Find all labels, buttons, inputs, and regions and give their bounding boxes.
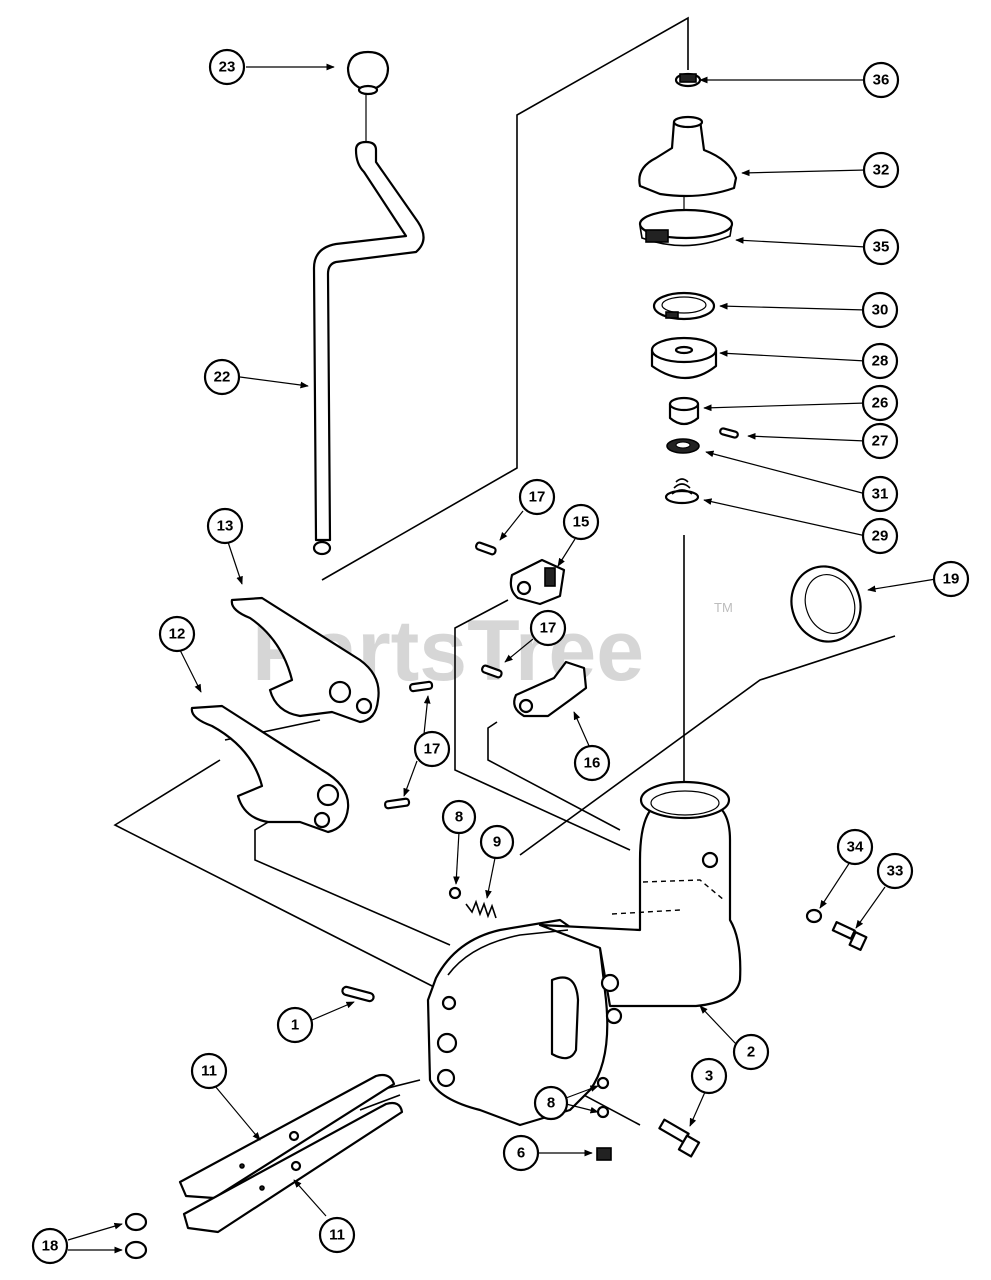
callout-26-label: 26 [872, 395, 889, 412]
callout-17-middle: 17 [529, 609, 567, 647]
callout-8-upper: 8 [441, 799, 477, 835]
shift-lug-part-16 [513, 660, 588, 718]
callout-23: 23 [208, 48, 246, 86]
callout-34-label: 34 [847, 839, 864, 856]
clamp-part-35 [638, 208, 734, 247]
callout-8-upper-label: 8 [455, 809, 463, 826]
callout-35: 35 [862, 228, 900, 266]
callout-19: 19 [932, 560, 970, 598]
watermark-tm: TM [714, 600, 733, 615]
callout-23-label: 23 [219, 59, 236, 76]
washer-part-31 [666, 438, 700, 454]
callout-12: 12 [158, 615, 196, 653]
shift-rails-part-11 [178, 1073, 404, 1234]
callout-18-label: 18 [42, 1238, 59, 1255]
callout-33: 33 [876, 852, 914, 890]
callout-15-label: 15 [573, 514, 590, 531]
callout-15: 15 [562, 503, 600, 541]
callout-27-label: 27 [872, 433, 889, 450]
callout-18: 18 [31, 1227, 69, 1265]
callout-31-label: 31 [872, 486, 889, 503]
callout-19-label: 19 [943, 571, 960, 588]
callout-36-label: 36 [873, 72, 890, 89]
knob-part-23 [346, 50, 390, 96]
callout-29: 29 [861, 517, 899, 555]
callout-16: 16 [573, 744, 611, 782]
pin-part-27 [719, 427, 739, 439]
callout-32: 32 [862, 151, 900, 189]
collar-part-28 [650, 336, 718, 379]
callout-28-label: 28 [872, 353, 889, 370]
callout-17-lower-label: 17 [424, 741, 441, 758]
callout-32-label: 32 [873, 162, 890, 179]
callout-12-label: 12 [169, 626, 186, 643]
callout-9-label: 9 [493, 834, 501, 851]
callout-6: 6 [502, 1134, 540, 1172]
callout-11-upper: 11 [190, 1052, 228, 1090]
callout-22-label: 22 [214, 369, 231, 386]
callout-17-top-label: 17 [529, 489, 546, 506]
callout-27: 27 [861, 422, 899, 460]
callout-16-label: 16 [584, 755, 601, 772]
callout-8-lower-label: 8 [547, 1095, 555, 1112]
callout-35-label: 35 [873, 239, 890, 256]
callout-26: 26 [861, 384, 899, 422]
bolt-part-33 [831, 921, 868, 951]
callout-17-top: 17 [518, 478, 556, 516]
bushing-part-26 [668, 396, 700, 426]
spring-part-29 [664, 478, 700, 505]
callout-29-label: 29 [872, 528, 889, 545]
callout-11-lower: 11 [318, 1216, 356, 1254]
shift-fork-part-13 [230, 596, 380, 724]
callout-30: 30 [861, 291, 899, 329]
callout-2: 2 [732, 1033, 770, 1071]
callout-3-label: 3 [705, 1068, 713, 1085]
callout-13-label: 13 [217, 518, 234, 535]
shift-lever-part-22 [312, 140, 425, 556]
roll-pins-part-17 [383, 541, 503, 810]
caps-part-18 [124, 1212, 148, 1260]
callout-8-lower: 8 [533, 1085, 569, 1121]
callout-17-middle-label: 17 [540, 620, 557, 637]
callout-34: 34 [836, 828, 874, 866]
callout-6-label: 6 [517, 1145, 525, 1162]
washer-part-34 [805, 908, 823, 924]
clamp-part-36 [674, 72, 702, 88]
housing-part-2 [426, 780, 742, 1127]
callout-36: 36 [862, 61, 900, 99]
callout-1: 1 [276, 1006, 314, 1044]
leader-arrows [67, 63, 937, 1254]
spring-part-9 [465, 899, 497, 919]
boot-part-32 [638, 115, 738, 198]
balls-part-8-lower [596, 1076, 610, 1119]
callout-3: 3 [690, 1057, 728, 1095]
plug-part-6 [596, 1147, 612, 1161]
callout-30-label: 30 [872, 302, 889, 319]
ball-part-8-upper [448, 886, 462, 900]
snap-ring-part-30 [652, 291, 716, 321]
bolt-part-3 [658, 1118, 701, 1158]
callout-31: 31 [861, 475, 899, 513]
shift-lug-part-15 [509, 558, 566, 606]
callout-11-lower-label: 11 [329, 1227, 345, 1244]
callout-17-lower: 17 [413, 730, 451, 768]
callout-11-upper-label: 11 [201, 1063, 217, 1080]
pin-part-1 [341, 985, 375, 1003]
callout-1-label: 1 [291, 1017, 299, 1034]
callout-2-label: 2 [747, 1044, 755, 1061]
callout-22: 22 [203, 358, 241, 396]
callout-33-label: 33 [887, 863, 904, 880]
callout-13: 13 [206, 507, 244, 545]
callout-28: 28 [861, 342, 899, 380]
callout-9: 9 [479, 824, 515, 860]
shift-fork-part-12 [190, 704, 350, 834]
seal-part-19 [790, 565, 862, 643]
